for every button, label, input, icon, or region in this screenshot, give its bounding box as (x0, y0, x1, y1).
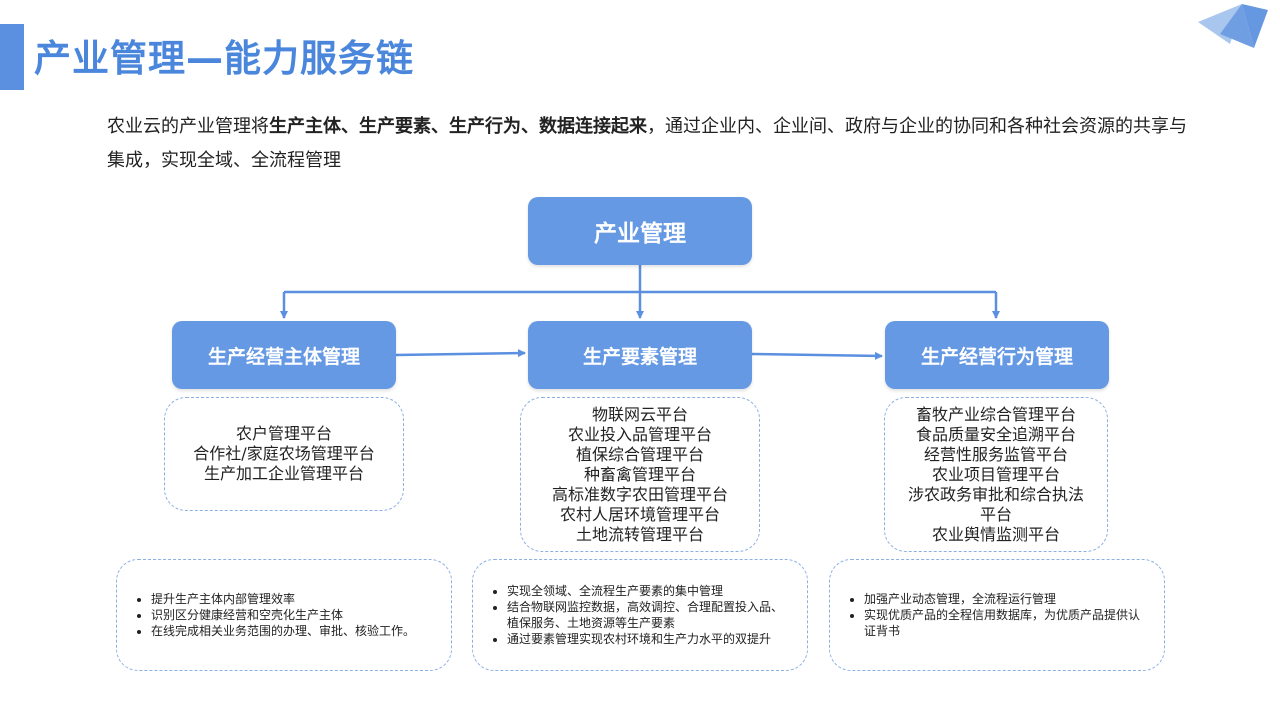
note-item: 实现优质产品的全程信用数据库，为优质产品提供认证背书 (864, 607, 1150, 639)
corner-decoration-icon (1198, 4, 1268, 48)
platform-item: 食品质量安全追溯平台 (915, 424, 1076, 444)
note-box-behavior: 加强产业动态管理，全流程运行管理 实现优质产品的全程信用数据库，为优质产品提供认… (829, 559, 1165, 671)
platform-item: 涉农政务审批和综合执法平台 (907, 484, 1084, 524)
platform-list-entity: 农户管理平台 合作社/家庭农场管理平台 生产加工企业管理平台 (164, 397, 404, 511)
note-item: 通过要素管理实现农村环境和生产力水平的双提升 (507, 631, 793, 647)
note-item: 在线完成相关业务范围的办理、审批、核验工作。 (151, 623, 415, 639)
platform-item: 农户管理平台 (235, 424, 332, 443)
edge-node-0-to-node-1 (395, 349, 526, 358)
intro-suffix: ，通过企业内、企业间、政府与企业的协同和各种社会资源的共享与集成，实现全域、全流… (107, 116, 1187, 171)
intro-prefix: 农业云的产业管理将 (107, 116, 269, 137)
note-item: 实现全领域、全流程生产要素的集中管理 (507, 583, 793, 599)
platform-item: 合作社/家庭农场管理平台 (193, 444, 375, 463)
note-box-entity: 提升生产主体内部管理效率 识别区分健康经营和空壳化生产主体 在线完成相关业务范围… (116, 559, 452, 671)
note-item: 识别区分健康经营和空壳化生产主体 (151, 607, 415, 623)
platform-item: 物联网云平台 (591, 404, 688, 424)
intro-bold: 生产主体、生产要素、生产行为、数据连接起来 (269, 116, 647, 137)
platform-item: 畜牧产业综合管理平台 (915, 404, 1076, 424)
note-item: 加强产业动态管理，全流程运行管理 (864, 591, 1150, 607)
node-root-industry-management: 产业管理 (528, 197, 752, 265)
intro-paragraph: 农业云的产业管理将生产主体、生产要素、生产行为、数据连接起来，通过企业内、企业间… (107, 110, 1187, 178)
platform-item: 农业舆情监测平台 (931, 524, 1060, 544)
node-production-behavior-management: 生产经营行为管理 (885, 321, 1109, 389)
node-production-factor-management: 生产要素管理 (528, 321, 752, 389)
platform-item: 经营性服务监管平台 (923, 444, 1068, 464)
title-accent-bar (0, 24, 24, 90)
platform-item: 土地流转管理平台 (575, 524, 704, 544)
platform-item: 植保综合管理平台 (575, 444, 704, 464)
platform-item: 种畜禽管理平台 (583, 464, 696, 484)
note-box-factor: 实现全领域、全流程生产要素的集中管理 结合物联网监控数据，高效调控、合理配置投入… (472, 559, 808, 671)
platform-list-factor: 物联网云平台 农业投入品管理平台 植保综合管理平台 种畜禽管理平台 高标准数字农… (520, 397, 760, 552)
note-item: 结合物联网监控数据，高效调控、合理配置投入品、植保服务、土地资源等生产要素 (507, 599, 793, 631)
platform-list-behavior: 畜牧产业综合管理平台 食品质量安全追溯平台 经营性服务监管平台 农业项目管理平台… (884, 397, 1108, 552)
platform-item: 高标准数字农田管理平台 (551, 484, 728, 504)
edge-node-1-to-node-2 (751, 351, 883, 360)
platform-item: 农村人居环境管理平台 (559, 504, 720, 524)
page-title: 产业管理—能力服务链 (34, 37, 414, 80)
note-item: 提升生产主体内部管理效率 (151, 591, 415, 607)
node-production-entity-management: 生产经营主体管理 (172, 321, 396, 389)
platform-item: 农业项目管理平台 (931, 464, 1060, 484)
platform-item: 农业投入品管理平台 (567, 424, 712, 444)
platform-item: 生产加工企业管理平台 (203, 464, 364, 483)
